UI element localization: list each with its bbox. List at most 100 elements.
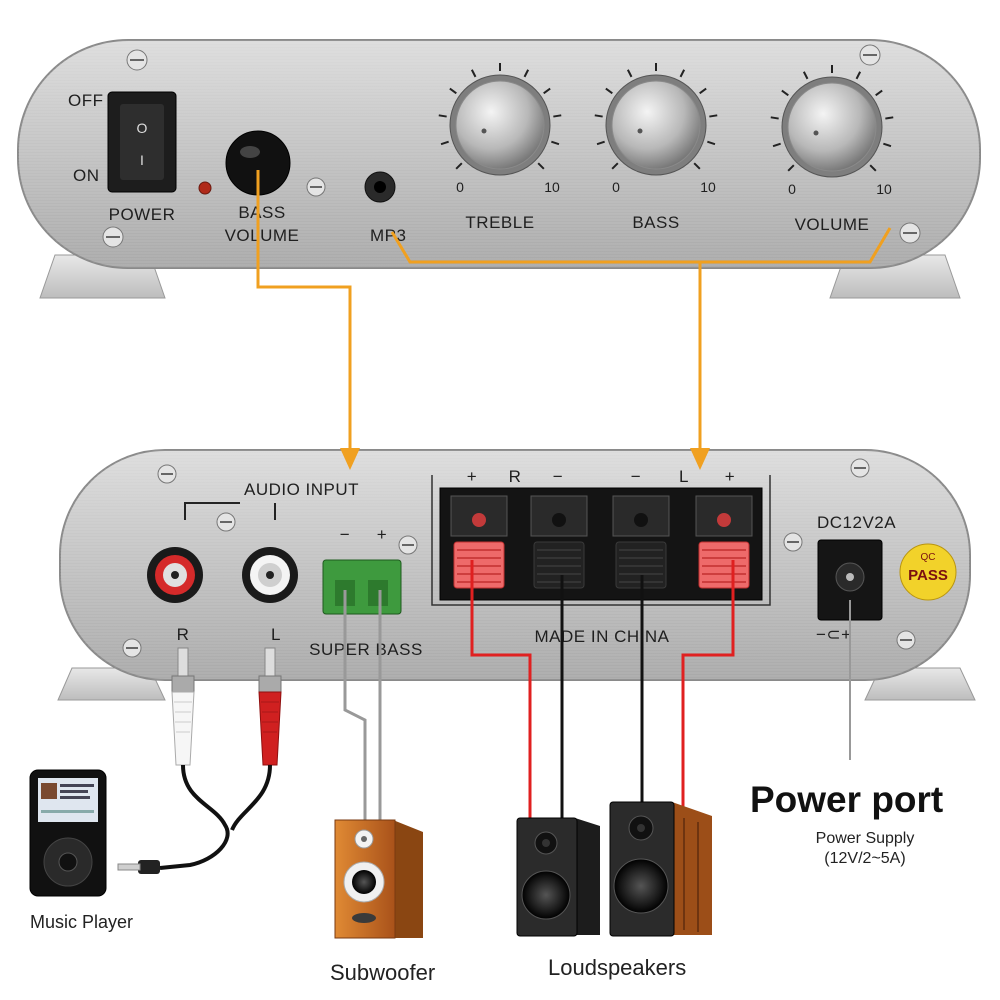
- knob-indicator: [637, 128, 643, 134]
- arrow-down-icon: [340, 448, 360, 470]
- knob-scale-min: 0: [612, 179, 620, 195]
- terminal-lever[interactable]: [698, 541, 750, 589]
- speaker-wire-right-positive: [470, 560, 532, 818]
- arrow-down-icon: [690, 448, 710, 470]
- terminal-header-glyph: −: [553, 467, 563, 486]
- mp3-jack-hole: [374, 181, 386, 193]
- screw-icon: [783, 532, 803, 552]
- knob-tick: [693, 162, 701, 170]
- terminal-header-glyph: −: [631, 467, 641, 486]
- knob-label: BASS: [632, 213, 679, 232]
- rca-red-plug: [258, 647, 282, 766]
- knob-label: VOLUME: [795, 215, 870, 234]
- subwoofer-icon: [334, 819, 423, 939]
- power-supply-label: Power Supply: [816, 830, 915, 847]
- power-label: POWER: [109, 205, 176, 224]
- terminal-right-negative[interactable]: [530, 495, 588, 589]
- knob-scale-max: 10: [876, 181, 892, 197]
- screw-icon: [216, 512, 236, 532]
- screw-icon: [899, 222, 921, 244]
- bottom-panel: AUDIO INPUT R L − + SUPER BASS +R−−L+ MA…: [57, 449, 976, 701]
- dc-power-jack-pin: [846, 573, 854, 581]
- knob-indicator: [813, 130, 819, 136]
- terminal-header-glyph: +: [725, 467, 735, 486]
- knob-tick: [553, 114, 562, 118]
- knob-scale-max: 10: [700, 179, 716, 195]
- speaker-wires: [470, 560, 735, 818]
- sub-minus-label: −: [340, 525, 350, 544]
- bass-volume-label-line1: BASS: [238, 203, 285, 222]
- knob-scale-max: 10: [544, 179, 560, 195]
- screw-icon: [306, 177, 326, 197]
- terminal-left-negative[interactable]: [612, 495, 670, 589]
- super-bass-label: SUPER BASS: [309, 640, 423, 659]
- switch-off-label: OFF: [68, 91, 104, 110]
- rca-left-label: L: [271, 625, 281, 644]
- terminal-header-glyph: R: [509, 467, 522, 486]
- switch-off-mark: O: [137, 120, 148, 136]
- super-bass-terminal[interactable]: [322, 559, 402, 615]
- bass-volume-label-line2: VOLUME: [225, 226, 300, 245]
- super-bass-terminal-slot: [368, 580, 388, 606]
- screw-icon: [157, 464, 177, 484]
- rca-left-jack[interactable]: [242, 547, 298, 603]
- sub-plus-label: +: [377, 525, 387, 544]
- terminal-header-glyph: +: [467, 467, 477, 486]
- screw-icon: [859, 44, 881, 66]
- dc-rating-label: DC12V2A: [817, 513, 896, 532]
- knob-tick: [543, 87, 551, 95]
- rca-right-jack[interactable]: [147, 547, 203, 603]
- knob-tick: [869, 164, 877, 172]
- aux-3.5mm-plug: [117, 860, 160, 874]
- loudspeaker-left-icon: [516, 817, 600, 937]
- switch-on-label: ON: [73, 166, 100, 185]
- terminal-lever[interactable]: [453, 541, 505, 589]
- knob-scale-min: 0: [788, 181, 796, 197]
- terminal-hole: [472, 513, 486, 527]
- knob-tick: [596, 140, 605, 146]
- knob-tick: [605, 87, 613, 95]
- knob-tick: [707, 140, 716, 146]
- screw-icon: [102, 226, 124, 248]
- screw-icon: [896, 630, 916, 650]
- knob-tick: [523, 69, 530, 78]
- terminal-block-outline: [431, 475, 771, 606]
- knob-tick: [594, 114, 603, 118]
- made-in-china-label: MADE IN CHINA: [535, 627, 670, 646]
- orange-guide-lines: [256, 170, 892, 452]
- loudspeakers-label: Loudspeakers: [548, 955, 686, 980]
- music-player-icon: [29, 769, 107, 897]
- knob-label: TREBLE: [465, 213, 534, 232]
- knob-tick: [855, 71, 862, 80]
- audio-cable: [159, 764, 272, 870]
- power-supply-rating: (12V/2~5A): [824, 850, 905, 867]
- knob-tick: [551, 140, 560, 146]
- screw-icon: [850, 458, 870, 478]
- knob-tick: [875, 89, 883, 97]
- knob-cap: [455, 80, 545, 170]
- knob-tick: [802, 71, 809, 80]
- knob-tick: [709, 114, 718, 118]
- qc-badge-top: QC: [921, 552, 936, 563]
- dc-polarity-label: −⊂+: [816, 625, 852, 644]
- speaker-terminals: [450, 495, 753, 589]
- music-player-label: Music Player: [30, 912, 133, 932]
- audio-input-bracket: [184, 502, 276, 520]
- rca-white-plug: [171, 647, 195, 766]
- knob-tick: [699, 87, 707, 95]
- knob-tick: [449, 87, 457, 95]
- power-switch-rocker[interactable]: [120, 104, 164, 180]
- terminal-hole: [717, 513, 731, 527]
- speaker-wire-left-positive: [681, 560, 735, 810]
- terminal-left-positive[interactable]: [695, 495, 753, 589]
- terminal-right-positive[interactable]: [450, 495, 508, 589]
- knob-cap: [611, 80, 701, 170]
- screw-icon: [122, 638, 142, 658]
- terminal-lever[interactable]: [533, 541, 585, 589]
